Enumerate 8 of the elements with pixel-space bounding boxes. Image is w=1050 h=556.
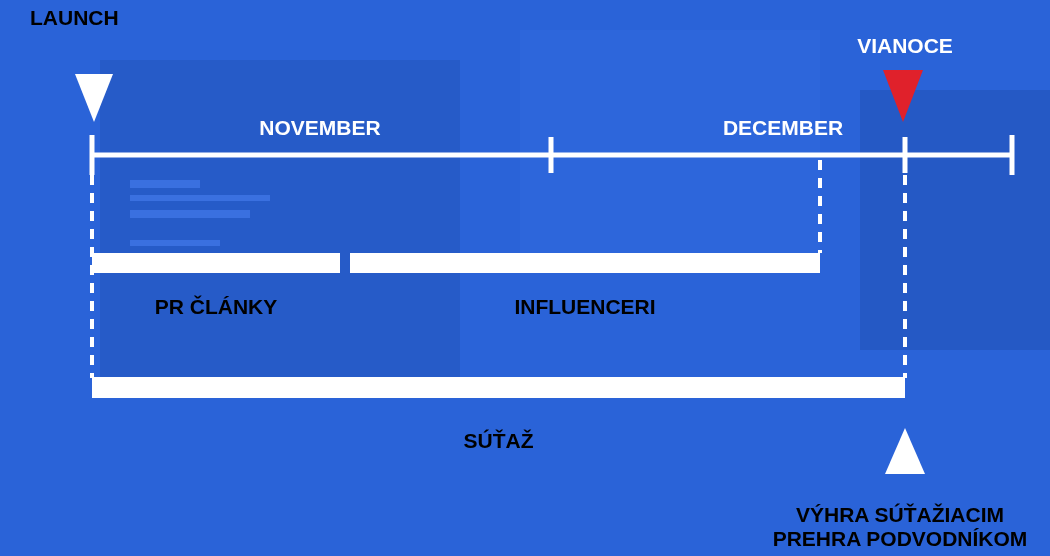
marker-label: VÝHRA SÚŤAŽIACIM PREHRA PODVODNÍKOM xyxy=(771,503,1029,551)
marker-label: SÚŤAŽ xyxy=(462,429,535,453)
marker-label: PR ČLÁNKY xyxy=(153,295,279,319)
marker-label: VIANOCE xyxy=(856,34,954,58)
month-label: NOVEMBER xyxy=(258,116,382,140)
marker-label: INFLUENCERI xyxy=(513,295,657,319)
month-label: DECEMBER xyxy=(721,116,845,140)
marker-label: LAUNCH xyxy=(30,6,120,30)
